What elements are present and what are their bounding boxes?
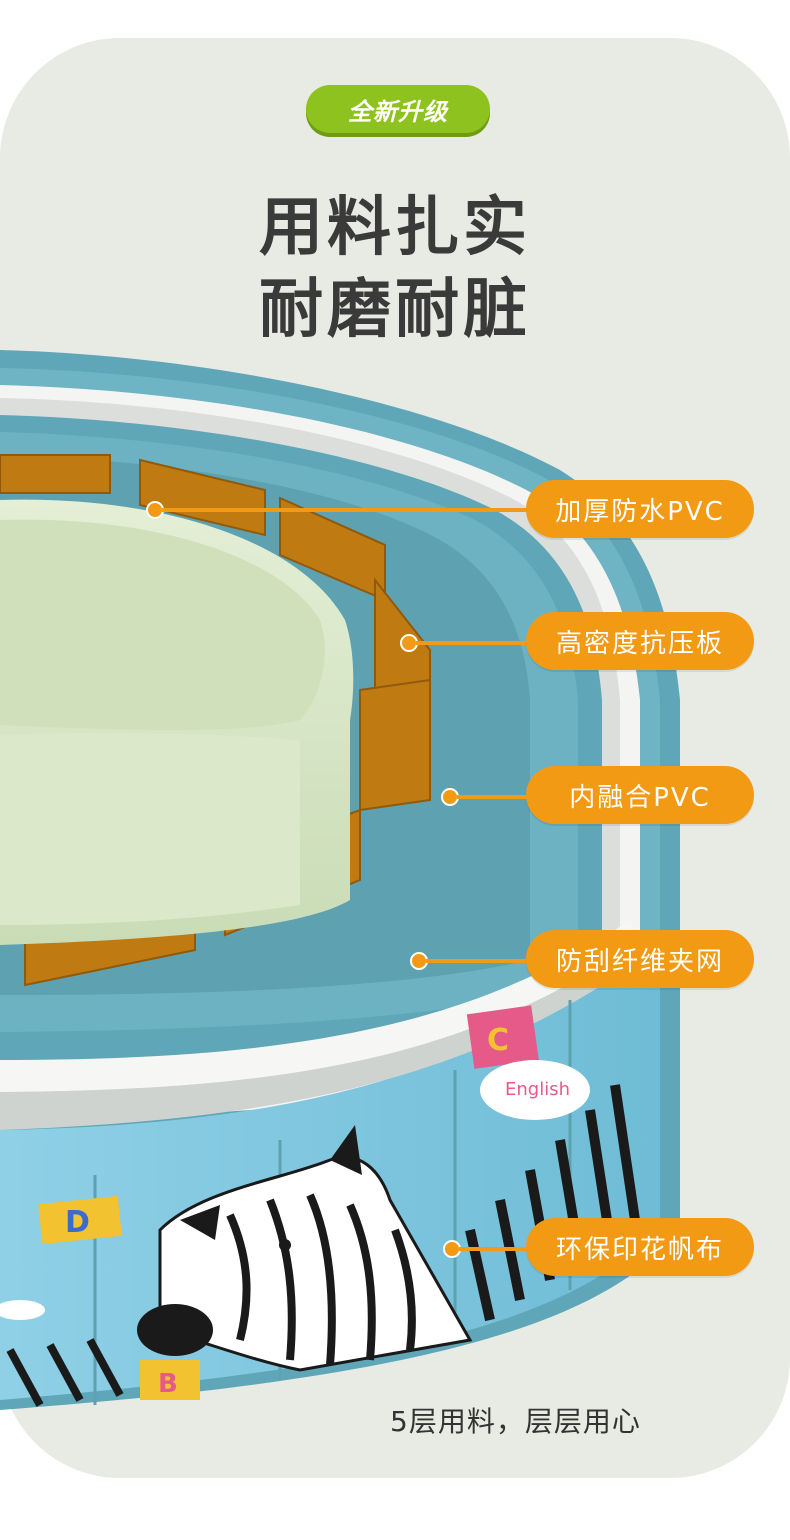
layer-1-leader-line — [162, 508, 532, 512]
inner-cylinder — [0, 499, 354, 945]
print-letter-c: C — [487, 1023, 509, 1058]
layer-5-label: 环保印花帆布 — [526, 1218, 754, 1276]
headline-line-2: 耐磨耐脏 — [259, 273, 531, 347]
layer-5-leader-line — [459, 1247, 532, 1251]
upgrade-badge: 全新升级 — [306, 85, 490, 133]
headline-line-1: 用料扎实 — [259, 191, 531, 265]
layer-2-leader-line — [416, 641, 532, 645]
footer-caption: 5层用料，层层用心 — [390, 1405, 641, 1438]
layer-3-leader-line — [457, 795, 532, 799]
layer-4-label: 防刮纤维夹网 — [526, 930, 754, 988]
print-letter-d: D — [65, 1205, 90, 1240]
print-word-english: English — [505, 1079, 570, 1100]
printed-canvas-wall: D C B English — [0, 920, 660, 1407]
zebra-print-left — [6, 1338, 124, 1407]
layer-4-leader-line — [426, 959, 532, 963]
layer-1-label: 加厚防水PVC — [526, 480, 754, 538]
layer-2-label: 高密度抗压板 — [526, 612, 754, 670]
layer-3-label: 内融合PVC — [526, 766, 754, 824]
zebra-print — [137, 1084, 640, 1372]
print-letter-b: B — [158, 1369, 178, 1399]
